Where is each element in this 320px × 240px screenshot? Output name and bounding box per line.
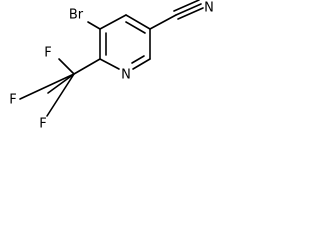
fluorine-top-label: F bbox=[44, 46, 51, 61]
ring-bond-c2-n1-inner bbox=[131, 55, 145, 64]
bond-c6-cf3 bbox=[73, 58, 101, 75]
bond-cf3-f-top bbox=[58, 58, 75, 75]
bond-c3-cn bbox=[149, 14, 177, 30]
bond-cf3-center bbox=[47, 73, 75, 94]
fluorine-bottom-label: F bbox=[39, 117, 46, 132]
bond-cf3-f-left bbox=[19, 73, 75, 100]
nitrile-nitrogen-label: N bbox=[204, 1, 214, 16]
nitrile-triple-bond-1 bbox=[175, 3, 202, 16]
chemical-structure: Br N N F F F bbox=[9, 0, 214, 132]
bond-c5-br bbox=[87, 21, 101, 30]
ring-nitrogen-label: N bbox=[121, 68, 131, 83]
nitrile-triple-bond-2 bbox=[173, 0, 200, 12]
ring-bond-c2-n1 bbox=[132, 58, 151, 70]
nitrile-triple-bond-3 bbox=[177, 7, 204, 20]
bond-cf3-f-bottom bbox=[46, 73, 75, 117]
ring-bond-c4-c3-inner bbox=[125, 21, 146, 34]
ring-bond-c5-c4 bbox=[99, 14, 127, 30]
fluorine-left-label: F bbox=[9, 93, 16, 108]
bromine-label: Br bbox=[69, 8, 84, 23]
ring-bond-n1-c6 bbox=[99, 58, 120, 70]
ring-bond-c4-c3 bbox=[125, 14, 151, 30]
